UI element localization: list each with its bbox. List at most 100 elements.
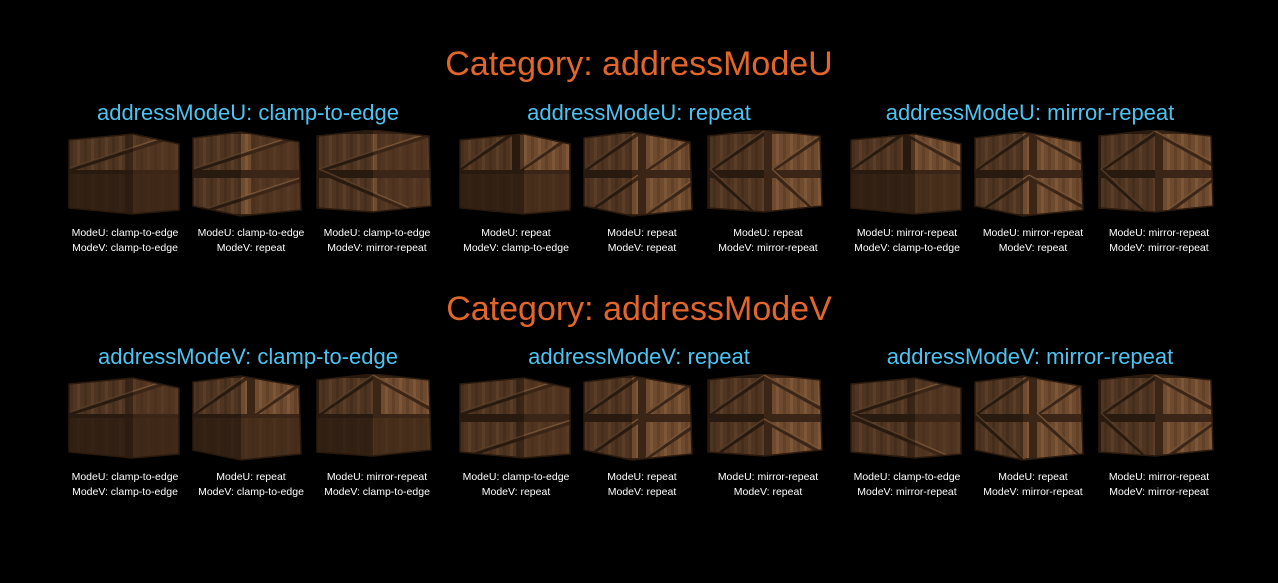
- crate-sample: ModeU: clamp-to-edge ModeV: repeat: [454, 374, 578, 502]
- sample-caption: ModeU: clamp-to-edge ModeV: repeat: [183, 226, 319, 256]
- crate-outline: [192, 131, 302, 217]
- wood-grain: [825, 130, 828, 220]
- crate-diagonal-beam: [1099, 413, 1158, 456]
- crate-side-shade: [69, 134, 133, 216]
- beam-highlight: [460, 418, 570, 458]
- crate-diagonal-beam: [708, 169, 767, 212]
- crate-frame: [1159, 174, 1213, 212]
- wood-grain: [845, 374, 848, 464]
- beam-highlight: [584, 174, 639, 214]
- crate-side-shade: [1099, 130, 1155, 212]
- sample-caption: ModeU: clamp-to-edge ModeV: clamp-to-edg…: [57, 470, 193, 500]
- group-title: addressModeV: repeat: [528, 344, 750, 369]
- crate-frame: [460, 134, 516, 174]
- crate-sample: ModeU: mirror-repeat ModeV: clamp-to-edg…: [315, 374, 439, 502]
- crate-sample: ModeU: clamp-to-edge ModeV: mirror-repea…: [845, 374, 969, 502]
- crate-diagonal-beam: [769, 169, 822, 212]
- crate-side-shade: [584, 376, 632, 460]
- crate-frame: [1099, 174, 1159, 212]
- crate-sample: ModeU: repeat ModeV: clamp-to-edge: [189, 374, 313, 502]
- mode-v-label: ModeV: repeat: [607, 486, 677, 498]
- crate-frame: [907, 134, 961, 174]
- crate-box-image: [845, 374, 962, 464]
- wood-grain: [699, 130, 702, 220]
- crate-diagonal-beam: [975, 376, 1032, 417]
- crate-side-shade: [851, 378, 915, 460]
- category-title: Category: addressModeV: [446, 290, 832, 328]
- sample-caption: ModeU: repeat ModeV: clamp-to-edge: [183, 470, 319, 500]
- beam-highlight: [709, 130, 765, 170]
- sample-caption: ModeU: mirror-repeat ModeV: clamp-to-edg…: [839, 226, 975, 256]
- wood-grain: [1090, 374, 1093, 464]
- crate-frame: [975, 174, 1033, 216]
- crate-box-image: [707, 374, 823, 457]
- beam-highlight: [193, 174, 301, 214]
- beam-highlight: [1028, 174, 1083, 214]
- mode-u-label: ModeU: clamp-to-edge: [853, 471, 961, 483]
- wood-grain: [1090, 130, 1093, 220]
- mode-u-label: ModeU: clamp-to-edge: [323, 227, 431, 239]
- crate-sample: ModeU: mirror-repeat ModeV: repeat: [971, 130, 1095, 258]
- mode-v-label: ModeV: repeat: [481, 486, 551, 498]
- wood-grain: [573, 374, 576, 464]
- mode-v-label: ModeV: mirror-repeat: [983, 486, 1083, 498]
- crate-box-image: [1098, 130, 1214, 213]
- crate-box-image: [583, 375, 693, 461]
- sample-caption: ModeU: repeat ModeV: mirror-repeat: [700, 226, 836, 256]
- mode-u-label: ModeU: clamp-to-edge: [462, 471, 570, 483]
- crate-diagonal-beam: [769, 131, 822, 173]
- crate-sample: ModeU: clamp-to-edge ModeV: clamp-to-edg…: [63, 130, 187, 258]
- crate-frame: [642, 132, 692, 174]
- beam-highlight: [193, 376, 248, 414]
- beam-highlight: [763, 374, 822, 414]
- crate-side-shade: [317, 130, 373, 212]
- crate-outline: [316, 374, 432, 457]
- crate-outline: [583, 375, 693, 461]
- mode-v-label: ModeV: clamp-to-edge: [324, 486, 430, 498]
- mode-u-label: ModeU: repeat: [216, 471, 286, 483]
- beam-highlight: [902, 134, 961, 170]
- crate-box-image: [583, 130, 702, 220]
- wood-grain: [63, 374, 66, 464]
- sample-caption: ModeU: repeat ModeV: mirror-repeat: [965, 470, 1101, 500]
- beam-highlight: [975, 376, 1030, 414]
- mode-u-label: ModeU: mirror-repeat: [1108, 227, 1210, 239]
- crate-box-image: [454, 374, 576, 464]
- crate-frame: [1099, 418, 1159, 456]
- crate-box-image: [63, 130, 180, 220]
- wood-grain: [308, 374, 311, 464]
- group-title: addressModeU: mirror-repeat: [885, 100, 1175, 125]
- beam-highlight: [771, 130, 822, 170]
- wood-grain: [454, 374, 457, 464]
- crate-side-shade: [317, 374, 373, 456]
- crate-box-image: [316, 130, 437, 220]
- wood-grain: [971, 374, 974, 464]
- wood-grain: [434, 130, 437, 220]
- group-title: addressModeU: clamp-to-edge: [96, 100, 400, 125]
- group-title: addressModeU: repeat: [527, 100, 751, 125]
- crate-outline: [707, 374, 823, 457]
- crate-box-image: [189, 130, 302, 220]
- crate-diagonal-beam: [1099, 169, 1158, 212]
- wood-grain: [63, 130, 66, 220]
- crate-side-shade: [460, 134, 524, 216]
- crate-diagonal-beam: [584, 132, 641, 173]
- crate-diagonal-beam: [708, 375, 767, 417]
- beam-highlight: [851, 134, 904, 170]
- crate-outline: [974, 131, 1084, 217]
- sample-caption: ModeU: repeat ModeV: clamp-to-edge: [448, 226, 584, 256]
- crate-frame: [642, 174, 692, 216]
- mode-u-label: ModeU: clamp-to-edge: [71, 227, 179, 239]
- mode-u-label: ModeU: repeat: [998, 471, 1068, 483]
- crate-frame: [851, 134, 907, 174]
- crate-side-shade: [1099, 374, 1155, 456]
- crate-frame: [1033, 132, 1083, 174]
- crate-frame: [584, 418, 642, 460]
- mode-u-label: ModeU: repeat: [607, 471, 677, 483]
- crate-box-image: [1098, 374, 1214, 457]
- wood-grain: [189, 130, 192, 220]
- crate-sample: ModeU: repeat ModeV: mirror-repeat: [971, 374, 1095, 502]
- mode-u-label: ModeU: repeat: [733, 227, 803, 239]
- mode-u-label: ModeU: repeat: [481, 227, 551, 239]
- crate-diagonal-beam: [317, 169, 431, 212]
